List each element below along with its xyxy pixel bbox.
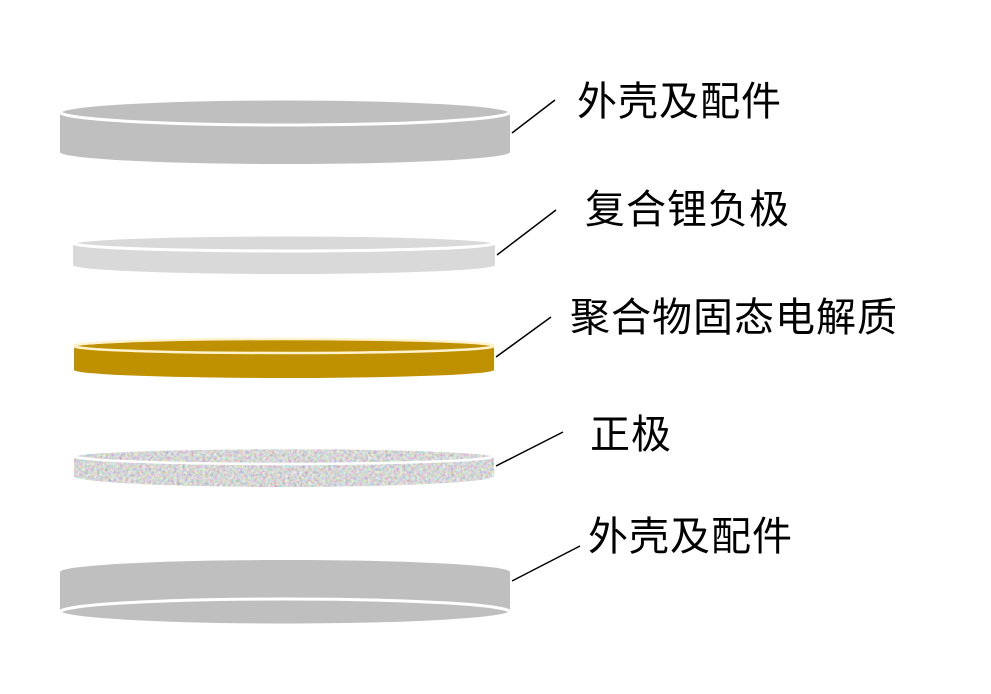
- label-cathode: 正极: [590, 412, 672, 458]
- layer-polymer-solid-electrolyte: [72, 316, 552, 378]
- leader-line: [495, 431, 564, 467]
- layer-composite-lithium-anode: [71, 209, 557, 274]
- layer-cathode: [72, 431, 564, 487]
- label-top-shell: 外壳及配件: [577, 79, 782, 125]
- label-composite-lithium-anode: 复合锂负极: [585, 187, 790, 233]
- label-bottom-shell: 外壳及配件: [588, 514, 793, 560]
- leader-line: [511, 545, 581, 582]
- label-polymer-solid-electrolyte: 聚合物固态电解质: [570, 295, 898, 341]
- leader-line: [511, 99, 556, 134]
- layer-bottom-shell: [58, 545, 581, 627]
- leader-line: [496, 209, 557, 256]
- leader-line: [495, 316, 552, 358]
- layer-top-shell: [58, 97, 556, 164]
